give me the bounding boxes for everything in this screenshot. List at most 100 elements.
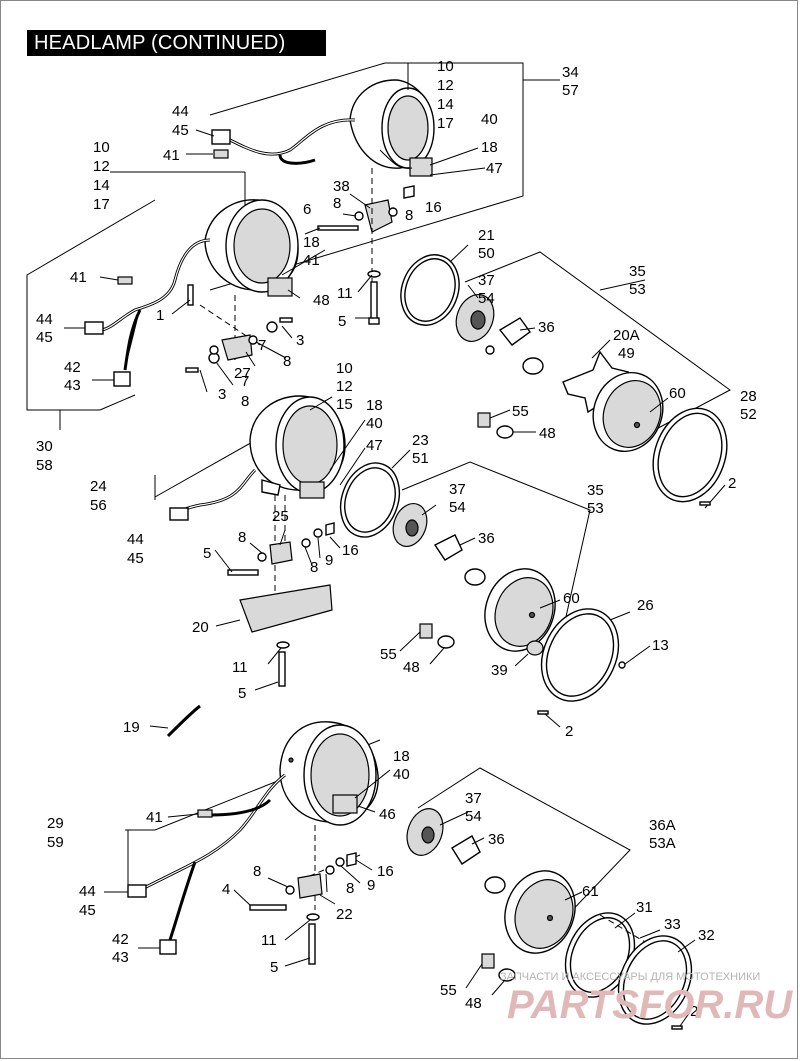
callout-11: 11 [261, 932, 277, 949]
callout-10: 10 [336, 360, 353, 377]
mount-block-25 [269, 541, 293, 565]
nut-7a [266, 321, 278, 333]
callout-37: 37 [465, 790, 482, 807]
callout-43: 43 [112, 949, 129, 966]
callout-18: 18 [393, 748, 410, 765]
leader-30-58 [26, 199, 156, 411]
wire-harness-bottom [139, 773, 286, 892]
watermark-text: ЗАПЧАСТИ И АКСЕССУАРЫ ДЛЯ МОТОТЕХНИКИ [500, 971, 760, 983]
callout-17: 17 [93, 196, 110, 213]
page-title: HEADLAMP (CONTINUED) [34, 32, 286, 54]
clip-39 [526, 640, 544, 656]
callout-36A: 36A [649, 817, 676, 834]
callout-8: 8 [238, 529, 246, 546]
callout-50: 50 [478, 245, 495, 262]
callout-40: 40 [393, 766, 410, 783]
callout-59: 59 [47, 834, 64, 851]
callout-18: 18 [303, 234, 320, 251]
callout-55: 55 [380, 646, 397, 663]
bulb-36b [433, 534, 463, 561]
callout-9: 9 [325, 552, 333, 569]
callout-11: 11 [232, 659, 248, 676]
callout-53A: 53A [649, 835, 676, 852]
callout-6: 6 [303, 201, 311, 218]
callout-2: 2 [728, 475, 736, 492]
bolt-5a [370, 281, 378, 321]
callout-4: 4 [222, 881, 230, 898]
bolt-5c [278, 651, 286, 687]
callout-55: 55 [440, 982, 457, 999]
callout-7: 7 [258, 337, 266, 354]
nut-9b [335, 857, 345, 867]
page-title-bar: HEADLAMP (CONTINUED) [27, 30, 326, 56]
callout-51: 51 [412, 450, 429, 467]
callout-41: 41 [70, 269, 87, 286]
nut-16b [325, 522, 335, 536]
callout-60: 60 [669, 385, 686, 402]
screw-2b [537, 710, 549, 715]
assembly-top-left [26, 199, 299, 430]
callout-16: 16 [377, 863, 394, 880]
callout-43: 43 [64, 377, 81, 394]
callout-45: 45 [172, 122, 189, 139]
callout-18: 18 [366, 397, 383, 414]
callout-52: 52 [740, 406, 757, 423]
washer-8h [325, 865, 335, 875]
washer-11b [276, 641, 290, 649]
washer-8g [285, 885, 295, 895]
washer-11a [367, 270, 381, 278]
washer-8e [257, 552, 267, 562]
callout-29: 29 [47, 815, 64, 832]
washer-11c [306, 913, 320, 921]
callout-12: 12 [336, 378, 353, 395]
callout-16: 16 [342, 542, 359, 559]
callout-41: 41 [303, 252, 320, 269]
callout-42: 42 [64, 359, 81, 376]
nut-16a [403, 185, 415, 199]
callout-14: 14 [93, 177, 110, 194]
callout-25: 25 [272, 508, 289, 525]
callout-3: 3 [218, 386, 226, 403]
callout-1: 1 [156, 307, 164, 324]
callout-45: 45 [79, 902, 96, 919]
assembly-bottom [125, 721, 381, 965]
callout-47: 47 [486, 160, 503, 177]
callout-44: 44 [79, 883, 96, 900]
connector-42-43-left [113, 371, 131, 387]
leader-35-53-middle [401, 461, 591, 631]
callout-34: 34 [562, 64, 579, 81]
callout-37: 37 [478, 272, 495, 289]
bulb-36c [451, 835, 481, 865]
bulb-holder-37-54-bottom [406, 808, 506, 894]
callout-19: 19 [123, 719, 140, 736]
callout-44: 44 [36, 311, 53, 328]
bracket-20 [239, 584, 333, 633]
washer-8d [209, 345, 219, 355]
callout-7: 7 [241, 373, 249, 390]
callout-18: 18 [481, 139, 498, 156]
callout-8: 8 [241, 393, 249, 410]
screw-3a [279, 317, 293, 323]
callout-31: 31 [636, 899, 653, 916]
callout-13: 13 [652, 637, 669, 654]
connector-44-45-left [84, 321, 104, 335]
callout-5: 5 [270, 959, 278, 976]
callout-41: 41 [163, 147, 180, 164]
screw-2a [699, 501, 711, 506]
callout-9: 9 [367, 877, 375, 894]
leader-34-57 [209, 62, 524, 291]
nut-16c [346, 852, 357, 867]
socket-18-40-top [409, 157, 433, 177]
callout-32: 32 [698, 927, 715, 944]
callout-12: 12 [437, 77, 454, 94]
callout-23: 23 [412, 432, 429, 449]
callout-22: 22 [336, 906, 353, 923]
headlamp-housing-inner-top [387, 95, 429, 161]
callout-41: 41 [146, 809, 163, 826]
lamp-55-middle [419, 623, 433, 639]
nut-9a [313, 528, 323, 538]
callout-47: 47 [366, 437, 383, 454]
callout-26: 26 [637, 597, 654, 614]
leader-36A-53A [417, 767, 631, 921]
